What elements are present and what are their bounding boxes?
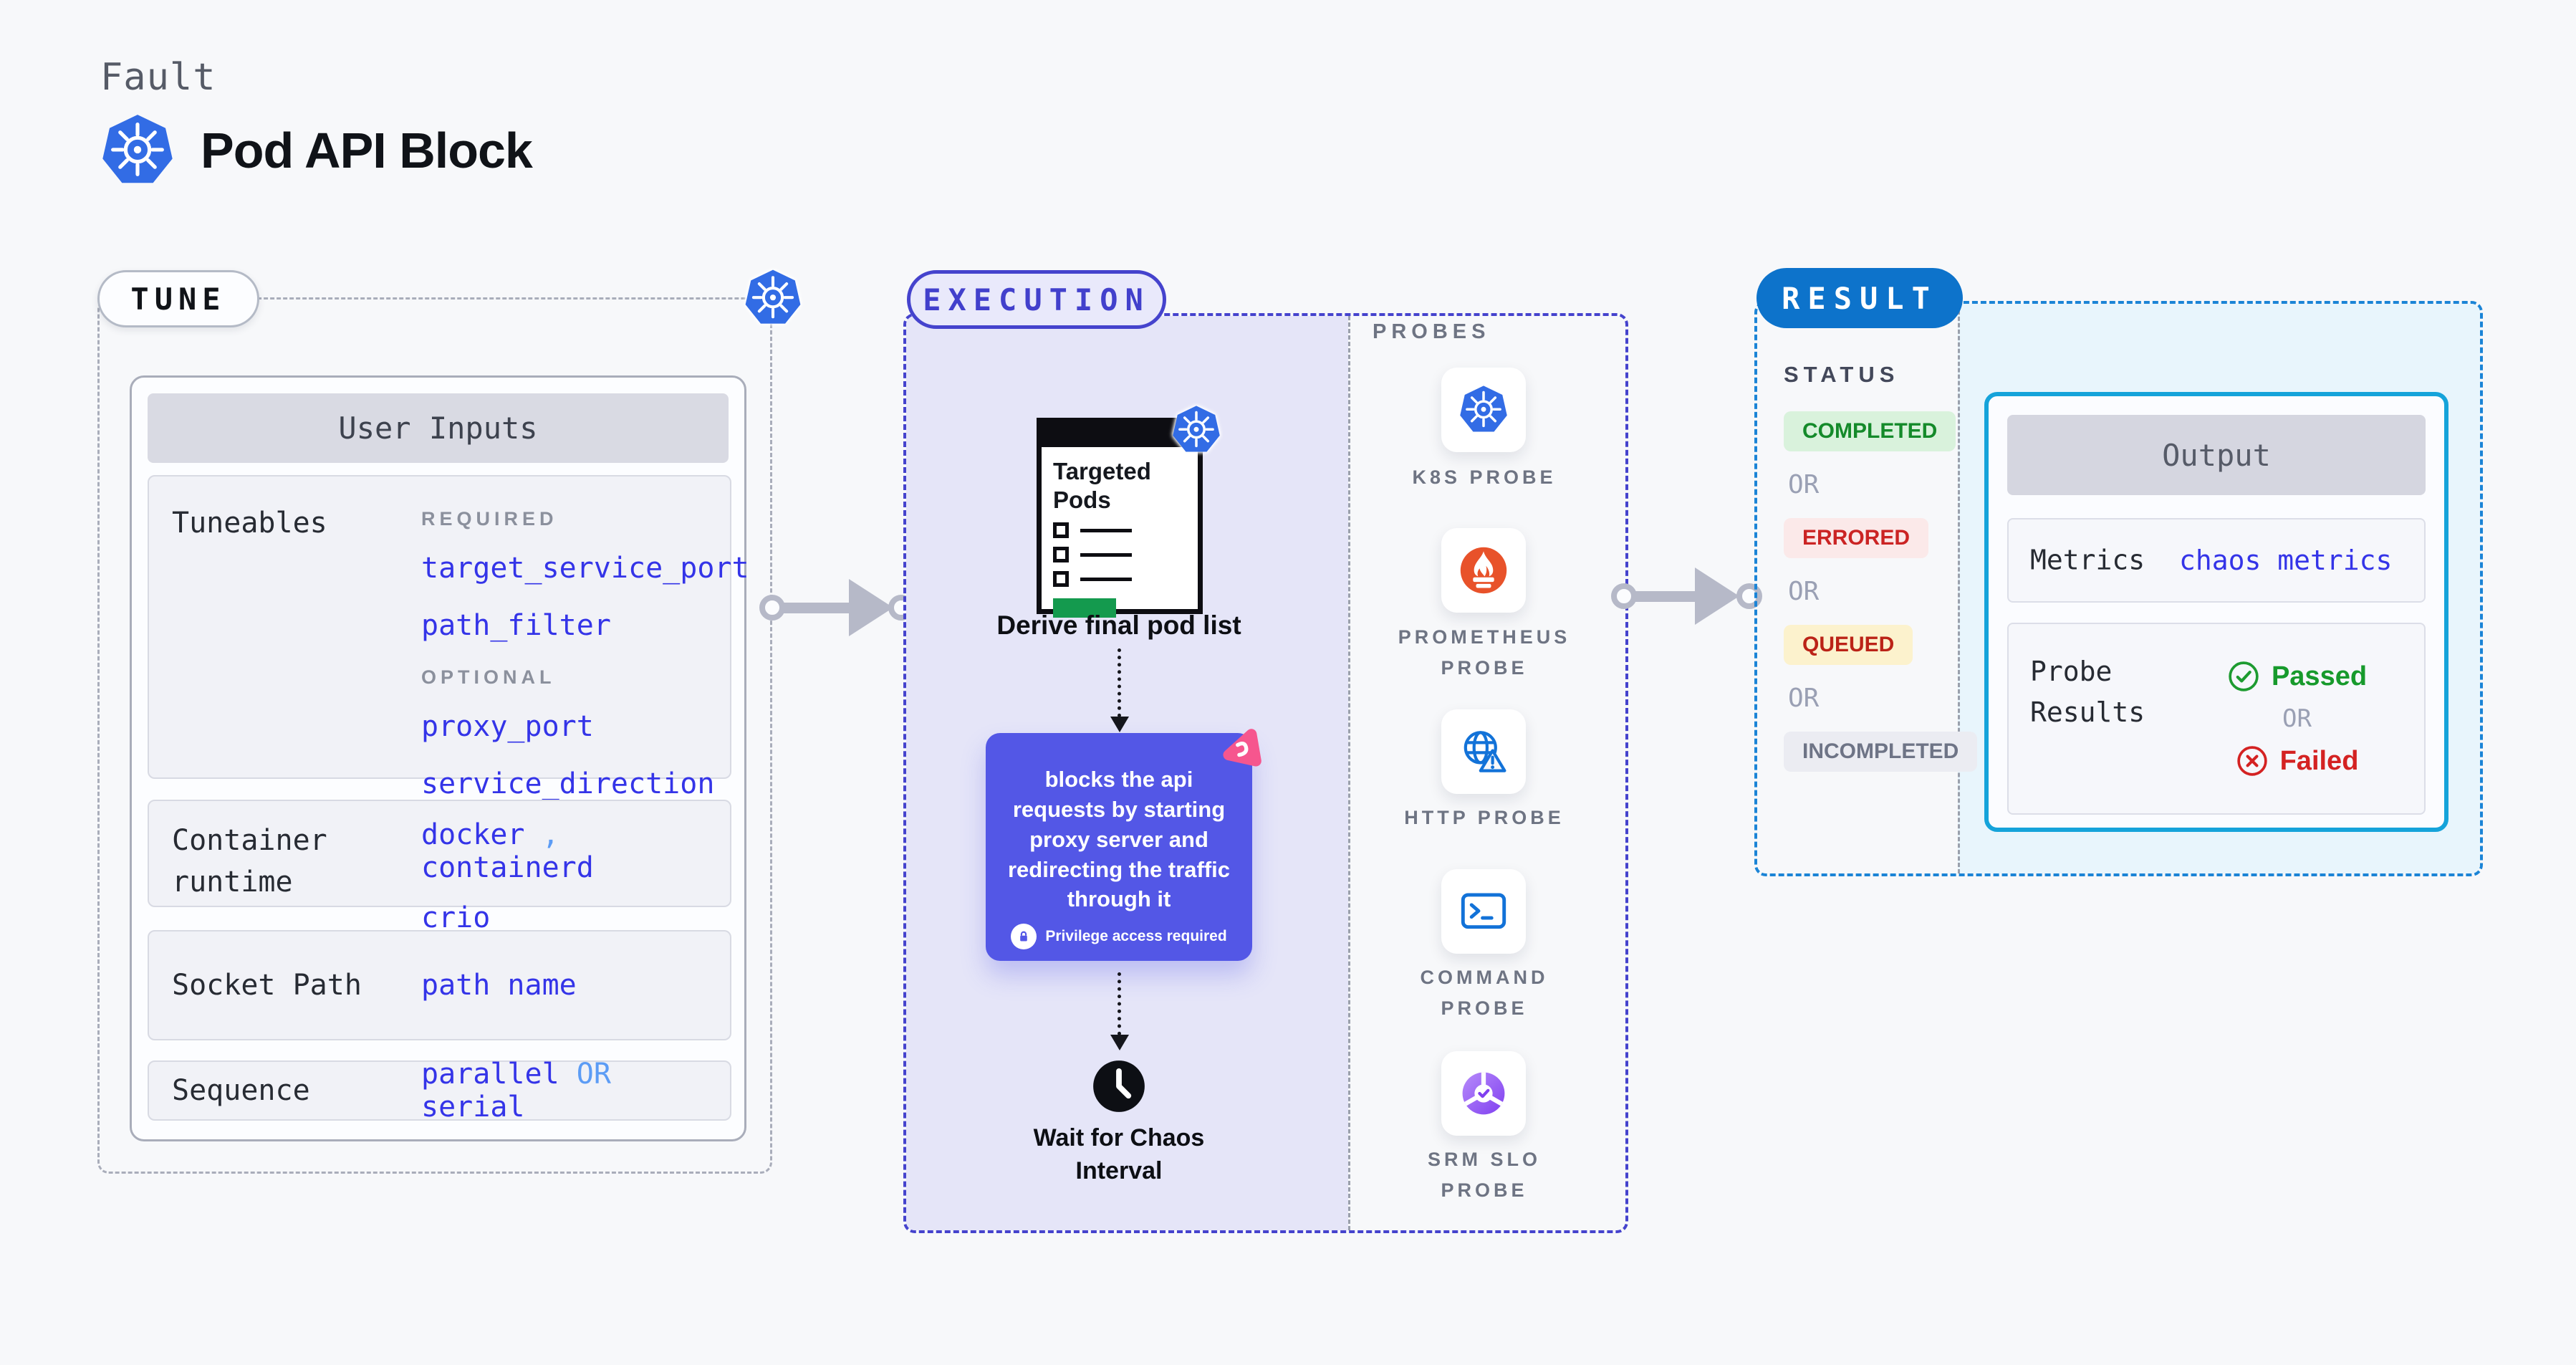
container-runtime-values: docker , containerd <box>421 818 594 884</box>
socket-path-label: Socket Path <box>172 969 362 1002</box>
slo-donut-icon <box>1462 1072 1505 1115</box>
probe-results-row: Probe Results Passed OR Failed <box>2007 623 2426 815</box>
probe-card-prometheus <box>1441 528 1526 613</box>
or-separator: OR <box>1788 470 1820 499</box>
http-globe-icon <box>1464 731 1506 772</box>
clock-icon <box>1091 1058 1147 1114</box>
connector-dot <box>1736 583 1762 609</box>
sequence-label: Sequence <box>172 1074 310 1107</box>
socket-path-value: path name <box>421 969 577 1002</box>
tuneables-label: Tuneables <box>172 507 327 540</box>
comma-separator: , <box>542 818 559 851</box>
connector-dot <box>759 595 785 621</box>
tune-badge: TUNE <box>97 270 259 327</box>
kubernetes-icon <box>100 113 175 188</box>
probes-divider <box>1348 316 1350 1230</box>
execution-badge: EXECUTION <box>907 270 1166 329</box>
prometheus-icon <box>1460 547 1507 594</box>
flow-arrow <box>1118 972 1121 1035</box>
x-circle-icon <box>2236 746 2267 776</box>
or-connector: OR <box>576 1058 611 1091</box>
status-badge-completed: COMPLETED <box>1784 411 1956 451</box>
connector-dot <box>1611 583 1637 609</box>
pod-list-item <box>1053 571 1198 588</box>
optional-label: OPTIONAL <box>421 666 556 688</box>
tuneable-value: target_service_port <box>421 552 749 585</box>
fault-action-box: blocks the api requests by starting prox… <box>986 733 1252 961</box>
metrics-value: chaos metrics <box>2179 545 2393 576</box>
socket-path-row: Socket Path path name <box>148 930 731 1040</box>
probe-label: SRM SLO PROBE <box>1427 1149 1541 1202</box>
container-runtime-value: crio <box>421 901 491 934</box>
tuneable-value: service_direction <box>421 767 715 800</box>
probe-label: K8S PROBE <box>1412 466 1557 488</box>
fault-action-text: blocks the api requests by starting prox… <box>1007 767 1231 912</box>
tuneables-row: Tuneables REQUIRED target_service_port p… <box>148 475 749 800</box>
checkbox-icon <box>1053 522 1069 539</box>
status-list: COMPLETED OR ERRORED OR QUEUED OR INCOMP… <box>1784 411 1978 772</box>
checkbox-icon <box>1053 547 1069 563</box>
probe-card-srm-slo <box>1441 1051 1526 1136</box>
probe-label: HTTP PROBE <box>1404 807 1565 828</box>
container-runtime-label: Container runtime <box>172 824 327 899</box>
chaos-litmus-icon <box>1218 726 1264 772</box>
tuneable-value: path_filter <box>421 609 611 642</box>
title-row: Pod API Block <box>100 113 533 188</box>
fault-kicker: Fault <box>100 56 216 99</box>
targeted-pods-box: Targeted Pods <box>1037 418 1203 618</box>
document-topbar <box>1042 423 1198 447</box>
probe-label: PROMETHEUS PROBE <box>1398 626 1571 679</box>
output-card: Output Metrics chaos metrics Probe Resul… <box>1984 392 2448 832</box>
probe-label: COMMAND PROBE <box>1420 967 1549 1020</box>
or-separator: OR <box>1788 577 1820 606</box>
privilege-note: Privilege access required <box>986 924 1252 949</box>
progress-bar <box>1053 598 1116 618</box>
status-badge-queued: QUEUED <box>1784 625 1913 665</box>
output-title: Output <box>2007 415 2426 495</box>
pod-list-item <box>1053 522 1198 539</box>
probe-result-failed: Failed <box>2236 744 2358 777</box>
container-runtime-row: Container runtime docker , containerd cr… <box>148 800 731 934</box>
status-badge-incompleted: INCOMPLETED <box>1784 732 1978 772</box>
probe-results-label: Probe Results <box>2030 656 2145 728</box>
metrics-label: Metrics <box>2030 544 2145 576</box>
lock-icon <box>1011 924 1037 949</box>
kubernetes-icon <box>1458 385 1509 435</box>
probe-result-passed: Passed <box>2227 660 2367 693</box>
flow-arrow <box>1118 648 1121 717</box>
probe-card-http <box>1441 709 1526 794</box>
status-badge-errored: ERRORED <box>1784 518 1929 558</box>
terminal-icon <box>1461 893 1506 929</box>
kubernetes-icon <box>1171 405 1221 455</box>
tuneable-value: proxy_port <box>421 710 594 743</box>
kubernetes-icon <box>744 269 802 327</box>
required-label: REQUIRED <box>421 508 558 530</box>
probes-heading: PROBES <box>1373 320 1491 343</box>
result-badge: RESULT <box>1756 268 1963 328</box>
probe-card-command <box>1441 869 1526 954</box>
wait-chaos-interval-label: Wait for Chaos Interval <box>1033 1124 1205 1184</box>
probe-card-k8s <box>1441 368 1526 452</box>
user-inputs-title: User Inputs <box>148 393 729 463</box>
pod-list-item <box>1053 547 1198 563</box>
page-title: Pod API Block <box>201 123 533 178</box>
tuneables-values: REQUIRED target_service_port path_filter… <box>421 508 749 800</box>
checkbox-icon <box>1053 571 1069 588</box>
derive-pod-list-label: Derive final pod list <box>996 610 1241 640</box>
sequence-value: parallel OR serial <box>421 1058 611 1124</box>
metrics-row: Metrics chaos metrics <box>2007 518 2426 603</box>
tune-section <box>97 297 772 1174</box>
status-heading: STATUS <box>1784 362 1900 387</box>
user-inputs-card: User Inputs Tuneables REQUIRED target_se… <box>130 375 749 1141</box>
targeted-pods-title: Targeted Pods <box>1053 458 1151 513</box>
or-separator: OR <box>1788 684 1820 713</box>
check-circle-icon <box>2229 661 2259 691</box>
or-separator: OR <box>2282 704 2312 733</box>
sequence-row: Sequence parallel OR serial <box>148 1058 731 1124</box>
